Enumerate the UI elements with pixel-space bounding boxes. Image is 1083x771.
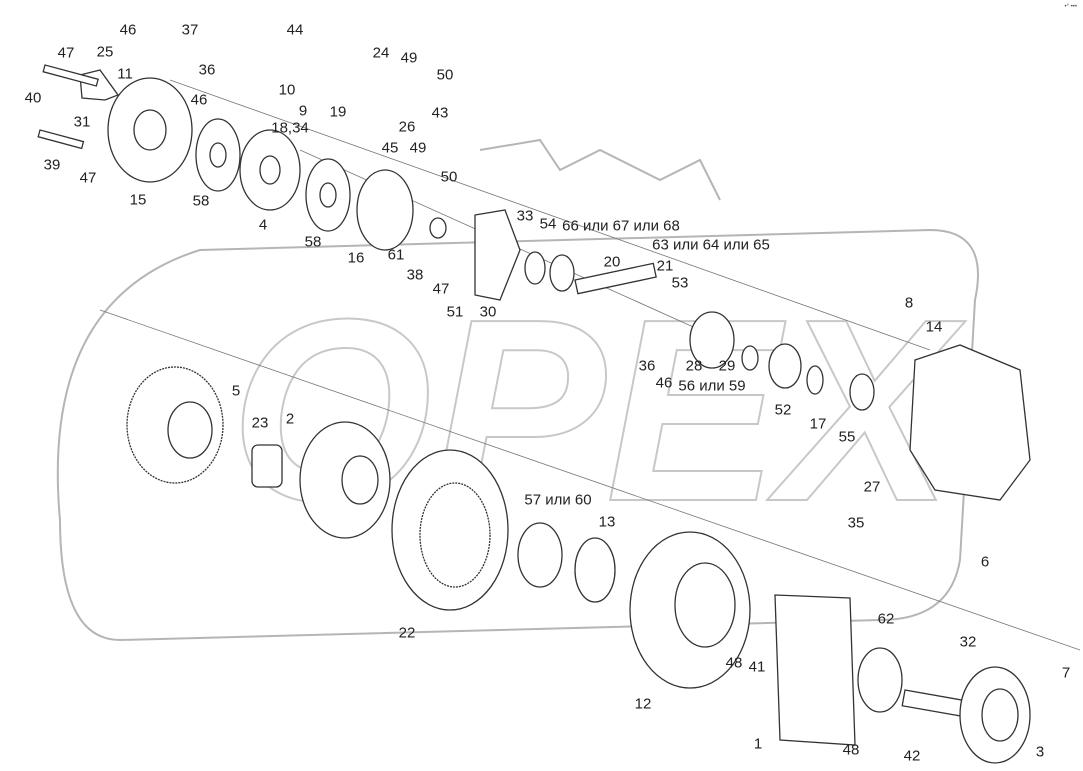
callout-label: 63 или 64 или 65 (652, 236, 770, 254)
callout-label: 49 (400, 49, 418, 67)
callout-label: 54 (539, 215, 557, 233)
callout-label: 46 (119, 21, 137, 39)
part-1-bracket (774, 594, 856, 746)
part-39-bolt (37, 129, 85, 150)
callout-label: 48 (725, 654, 743, 672)
callout-label: 1 (753, 735, 763, 753)
part-30-cover (474, 209, 521, 301)
callout-label: 58 (304, 233, 322, 251)
callout-label: 53 (671, 274, 689, 292)
callout-label: 24 (372, 44, 390, 62)
callout-label: 52 (774, 401, 792, 419)
callout-label: 46 (190, 91, 208, 109)
part-13-ring (574, 537, 616, 603)
callout-label: 8 (904, 294, 914, 312)
callout-label: 18,34 (271, 119, 309, 137)
part-62-seal (857, 647, 903, 713)
callout-label: 47 (432, 280, 450, 298)
callout-label: 40 (24, 89, 42, 107)
corner-mark: •° ••• (1064, 4, 1077, 10)
callout-label: 66 или 67 или 68 (562, 217, 680, 235)
callout-label: 4 (258, 216, 268, 234)
callout-label: 2 (285, 410, 295, 428)
callout-label: 50 (440, 168, 458, 186)
part-55-seal (849, 373, 875, 411)
part-28-flange (689, 311, 735, 369)
callout-label: 21 (656, 257, 674, 275)
callout-label: 42 (903, 747, 921, 765)
callout-label: 36 (638, 357, 656, 375)
part-3-shaft (901, 689, 965, 717)
callout-label: 3 (1035, 743, 1045, 761)
part-20-shaft (574, 262, 657, 295)
callout-label: 22 (398, 624, 416, 642)
callout-label: 35 (847, 514, 865, 532)
callout-label: 32 (959, 633, 977, 651)
callout-label: 5 (231, 382, 241, 400)
callout-label: 38 (406, 266, 424, 284)
callout-label: 51 (446, 303, 464, 321)
callout-label: 17 (809, 415, 827, 433)
callout-label: 50 (436, 66, 454, 84)
callout-label: 14 (925, 318, 943, 336)
callout-label: 55 (838, 428, 856, 446)
callout-label: 33 (516, 207, 534, 225)
part-52-bearing (768, 343, 802, 389)
callout-label: 26 (398, 118, 416, 136)
callout-label: 6 (980, 553, 990, 571)
callout-label: 27 (863, 478, 881, 496)
callout-label: 46 (655, 374, 673, 392)
callout-label: 31 (73, 113, 91, 131)
callout-label: 30 (479, 303, 497, 321)
part-40-bolt (42, 64, 99, 87)
part-66-bearing (549, 254, 575, 292)
callout-label: 57 или 60 (524, 491, 592, 509)
callout-label: 45 (381, 139, 399, 157)
part-27-housing (909, 344, 1031, 501)
part-54-ring (524, 251, 546, 285)
callout-label: 29 (718, 357, 736, 375)
callout-label: 12 (634, 695, 652, 713)
callout-label: 37 (181, 21, 199, 39)
callout-label: 39 (43, 156, 61, 174)
parts (37, 64, 1031, 764)
callout-label: 25 (96, 43, 114, 61)
part-61-seal (429, 217, 447, 239)
callout-label: 47 (79, 169, 97, 187)
callout-label: 49 (409, 139, 427, 157)
callout-label: 36 (198, 61, 216, 79)
callout-label: 62 (877, 610, 895, 628)
callout-label: 28 (685, 357, 703, 375)
callout-label: 41 (748, 658, 766, 676)
part-31-bracket (79, 69, 120, 101)
callout-label: 16 (347, 249, 365, 267)
callout-label: 9 (298, 102, 308, 120)
callout-label: 61 (387, 246, 405, 264)
callout-label: 10 (278, 81, 296, 99)
callout-label: 47 (57, 44, 75, 62)
callout-label: 19 (329, 103, 347, 121)
callout-label: 58 (192, 192, 210, 210)
part-17-ring (806, 365, 824, 395)
callout-label: 43 (431, 104, 449, 122)
callout-label: 11 (117, 65, 133, 83)
part-16-plate (356, 169, 414, 251)
callout-label: 23 (251, 414, 269, 432)
callout-label: 7 (1061, 664, 1071, 682)
callout-label: 13 (598, 513, 616, 531)
callout-label: 56 или 59 (678, 377, 746, 395)
callout-label: 15 (129, 191, 147, 209)
part-23-sleeve (251, 444, 283, 488)
callout-label: 20 (603, 253, 621, 271)
callout-label: 48 (842, 741, 860, 759)
part-29-ring (741, 345, 759, 371)
part-57-bearing (517, 522, 563, 588)
callout-label: 44 (286, 21, 304, 39)
